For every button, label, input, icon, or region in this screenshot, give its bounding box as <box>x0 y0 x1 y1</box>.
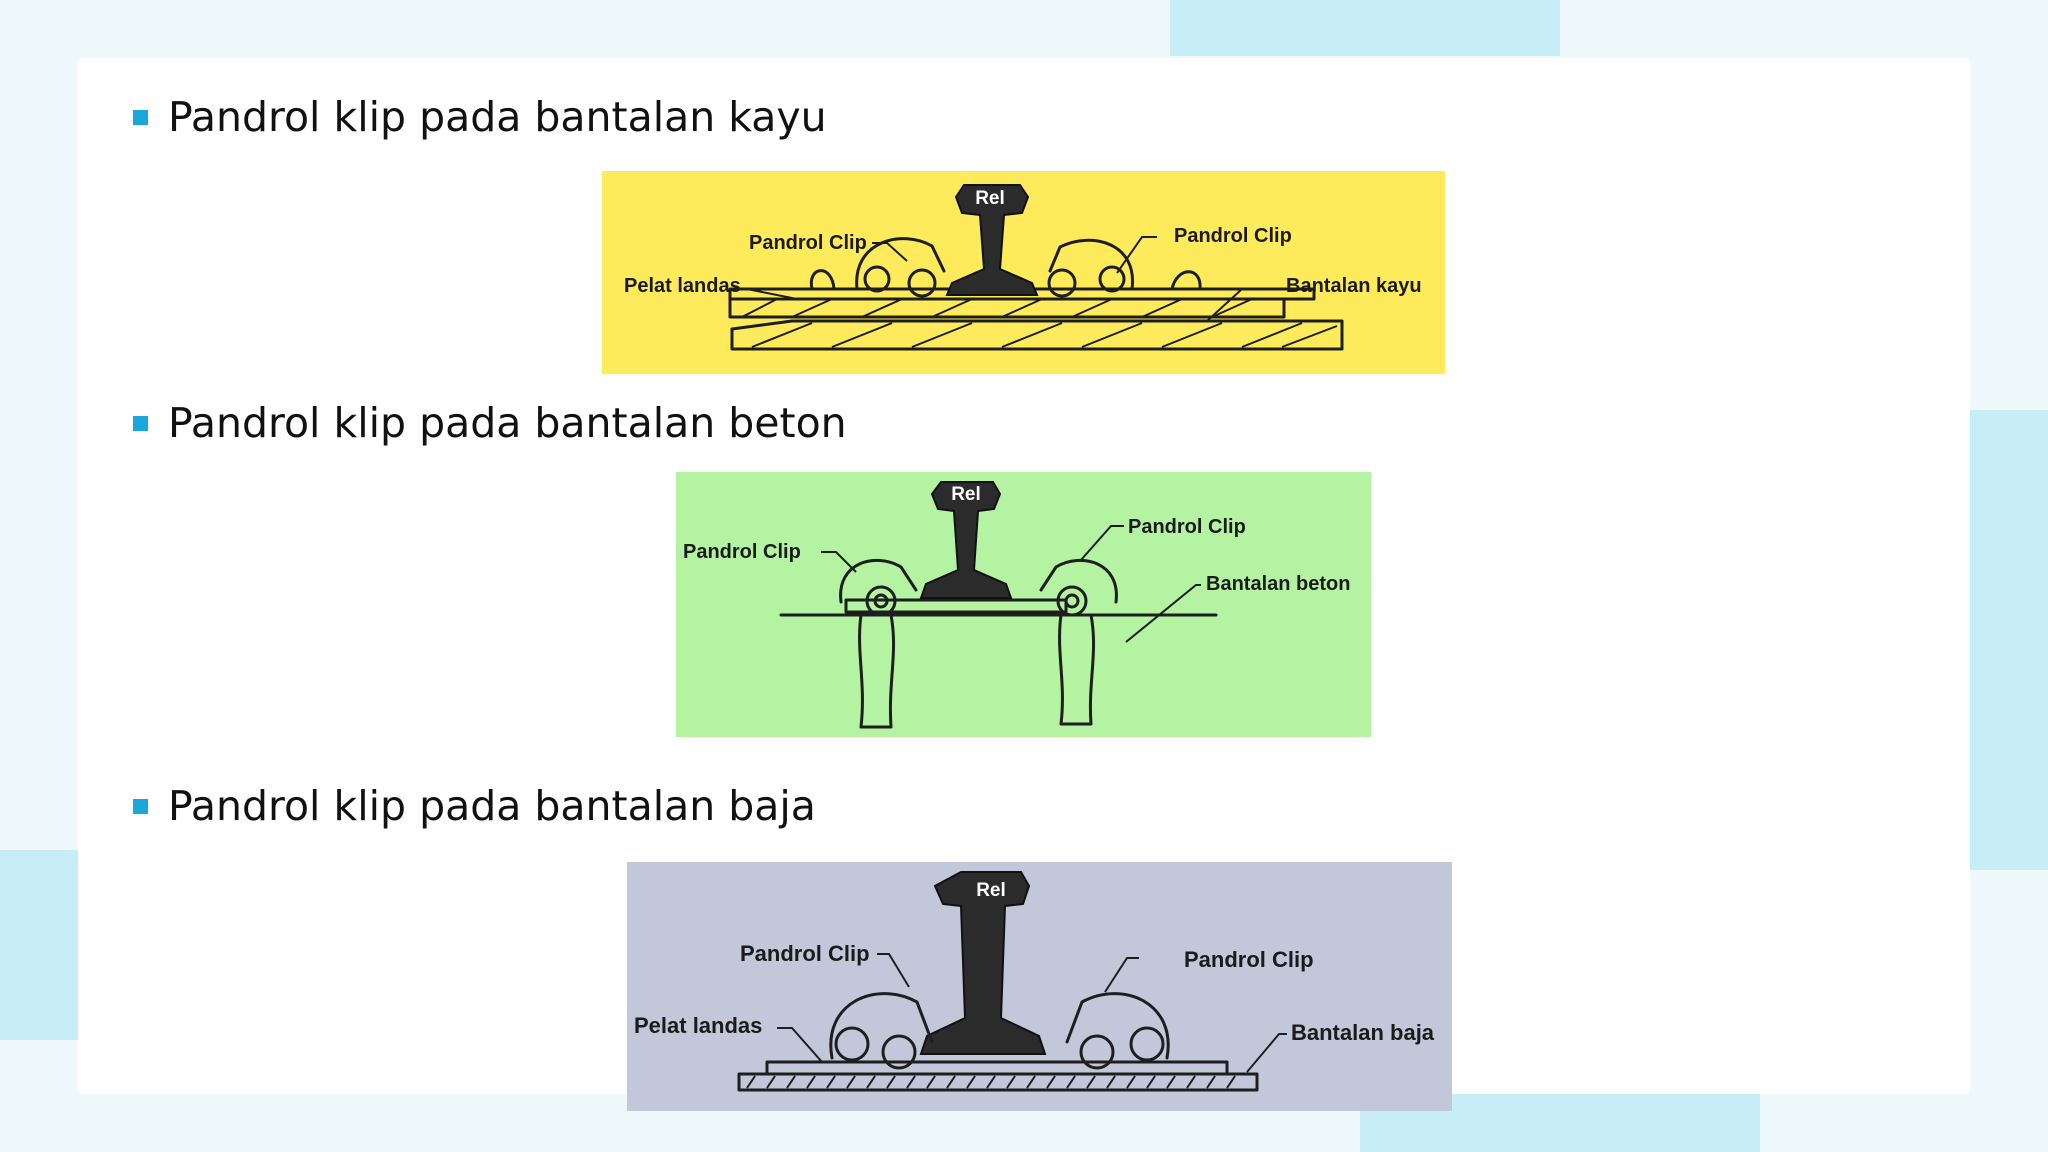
rail-label: Rel <box>976 880 1006 901</box>
label-sleeper: Bantalan baja <box>1291 1020 1435 1045</box>
background-accent-right <box>1968 410 2048 870</box>
label-sleeper: Bantalan kayu <box>1286 275 1422 297</box>
figure-steel-sleeper: Rel Pandrol Clip Pandrol Clip Pelat land… <box>627 862 1452 1111</box>
figure-concrete-sleeper: Rel Pandrol Clip Pandrol Clip Bantalan b… <box>676 472 1371 737</box>
label-sleeper: Bantalan beton <box>1206 573 1350 595</box>
bullet-item-steel: Pandrol klip pada bantalan baja <box>133 782 816 830</box>
label-clip-left: Pandrol Clip <box>749 232 867 254</box>
label-clip-right: Pandrol Clip <box>1184 947 1314 972</box>
label-plate: Pelat landas <box>624 275 741 297</box>
bullet-text-concrete: Pandrol klip pada bantalan beton <box>168 399 847 447</box>
bullet-text-steel: Pandrol klip pada bantalan baja <box>168 782 816 830</box>
bullet-text-wood: Pandrol klip pada bantalan kayu <box>168 93 827 141</box>
figure-steel-drawing: Rel Pandrol Clip Pandrol Clip Pelat land… <box>634 871 1435 1092</box>
label-clip-left: Pandrol Clip <box>683 541 801 563</box>
figure-wood-sleeper: Rel Pandrol Clip Pandrol Clip Pelat land… <box>602 171 1445 374</box>
label-clip-right: Pandrol Clip <box>1174 225 1292 247</box>
bullet-square-icon <box>133 798 148 814</box>
rail-label: Rel <box>975 188 1005 209</box>
label-clip-left: Pandrol Clip <box>740 941 870 966</box>
background-accent-left <box>0 850 78 1040</box>
bullet-square-icon <box>133 109 148 125</box>
background-accent-top <box>1170 0 1560 56</box>
figure-wood-drawing: Rel Pandrol Clip Pandrol Clip Pelat land… <box>624 184 1422 351</box>
rail-label: Rel <box>951 484 981 505</box>
label-plate: Pelat landas <box>634 1013 762 1038</box>
bullet-item-concrete: Pandrol klip pada bantalan beton <box>133 399 847 447</box>
bullet-square-icon <box>133 415 148 431</box>
figure-concrete-drawing: Rel Pandrol Clip Pandrol Clip Bantalan b… <box>683 481 1350 729</box>
label-clip-right: Pandrol Clip <box>1128 516 1246 538</box>
bullet-item-wood: Pandrol klip pada bantalan kayu <box>133 93 827 141</box>
